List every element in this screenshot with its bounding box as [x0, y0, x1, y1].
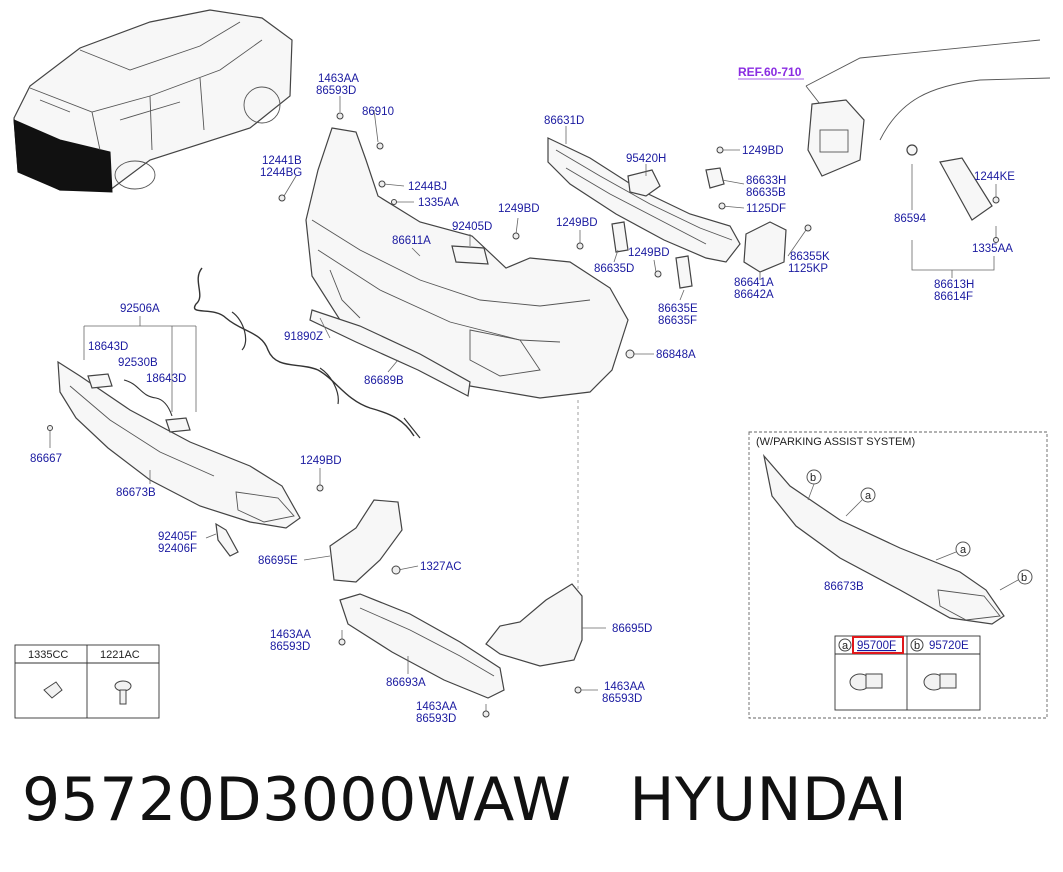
- bracket-86641a: [743, 221, 787, 273]
- leader-lines: [49, 96, 997, 712]
- label-86695d: 86695D: [612, 623, 652, 635]
- ref-label[interactable]: REF.60-710: [738, 65, 802, 79]
- label-86910: 86910: [362, 106, 394, 118]
- brand-name: HYUNDAI: [629, 765, 908, 835]
- label-1463aa-low: 1463AA: [416, 701, 457, 713]
- label-1463aa-right: 1463AA: [604, 681, 645, 693]
- label-86614f: 86614F: [934, 291, 973, 303]
- label-86594: 86594: [894, 213, 927, 225]
- label-1249bd-d: 1249BD: [628, 247, 670, 259]
- bracket-lines-86613h: [911, 240, 995, 278]
- bracket-86635d: [611, 221, 629, 253]
- sensor-wire-92530b: [123, 379, 173, 417]
- reflector-92405f: [215, 522, 239, 557]
- label-1249bd-a: 1249BD: [498, 203, 540, 215]
- lamp-92405d: [451, 245, 489, 265]
- label-86593d-low: 86593D: [416, 713, 456, 725]
- sensor-b-label: 95720E: [929, 640, 969, 652]
- label-86611a: 86611A: [392, 235, 431, 247]
- bracket-lines-92506a: [83, 316, 197, 412]
- label-86635b: 86635B: [746, 187, 786, 199]
- label-1249bd-b: 1249BD: [742, 145, 784, 157]
- ref-panel: [805, 39, 1051, 221]
- car-thumbnail: [13, 9, 293, 193]
- part-number: 95720D3000WAW: [22, 765, 572, 835]
- bracket-95420h: [627, 169, 661, 197]
- label-91890z: 91890Z: [284, 331, 323, 343]
- label-1335aa-b: 1335AA: [972, 243, 1013, 255]
- fasteners: [47, 112, 1000, 718]
- label-1244ke: 1244KE: [974, 171, 1015, 183]
- label-86673b: 86673B: [116, 487, 156, 499]
- label-1463aa-mid: 1463AA: [270, 629, 311, 641]
- inset-part-label: 86673B: [824, 581, 864, 593]
- label-86631d: 86631D: [544, 115, 584, 127]
- sensor-a-icon: [849, 673, 883, 691]
- bracket-86635e: [675, 255, 693, 289]
- label-86642a: 86642A: [734, 289, 774, 301]
- sensor-a-callout: a: [842, 640, 849, 652]
- sensor-a-label[interactable]: 95700F: [857, 640, 896, 652]
- undercover-86693a: [339, 593, 505, 699]
- label-86635e: 86635E: [658, 303, 698, 315]
- label-86593d-top: 86593D: [316, 85, 356, 97]
- label-95420h: 95420H: [626, 153, 666, 165]
- label-86593d-right: 86593D: [602, 693, 642, 705]
- label-86613h: 86613H: [934, 279, 974, 291]
- wiring-harness: [193, 267, 415, 437]
- label-92406f: 92406F: [158, 543, 197, 555]
- label-1125kp: 1125KP: [788, 263, 828, 275]
- sensor-b-icon: [923, 673, 957, 691]
- label-86635d: 86635D: [594, 263, 634, 275]
- inset-title: (W/PARKING ASSIST SYSTEM): [756, 436, 915, 448]
- label-86695e: 86695E: [258, 555, 298, 567]
- label-12441b: 12441B: [262, 155, 302, 167]
- callout-a-1: a: [865, 490, 872, 502]
- legend-header-1335cc: 1335CC: [28, 649, 68, 661]
- label-92405f: 92405F: [158, 531, 197, 543]
- callout-b-2: b: [1021, 572, 1027, 584]
- label-18643d-b: 18643D: [146, 373, 186, 385]
- label-1335aa-a: 1335AA: [418, 197, 459, 209]
- parts-diagram: REF.60-710 1463AA 86593D 86910 12441B 12…: [13, 9, 1051, 725]
- label-1249bd-e: 1249BD: [300, 455, 342, 467]
- lower-bumper-left: [57, 360, 301, 529]
- legend-header-1221ac: 1221AC: [100, 649, 140, 661]
- parking-assist-inset: (W/PARKING ASSIST SYSTEM) 86673B b a a b…: [748, 431, 1048, 719]
- label-1244bj: 1244BJ: [408, 181, 447, 193]
- legend-table: 1335CC 1221AC: [14, 644, 160, 719]
- label-86667: 86667: [30, 453, 62, 465]
- callout-a-2: a: [960, 544, 967, 556]
- label-1244bg: 1244BG: [260, 167, 302, 179]
- label-86641a: 86641A: [734, 277, 774, 289]
- label-86633h: 86633H: [746, 175, 786, 187]
- bracket-86695d: [485, 583, 583, 667]
- bracket-86695e: [329, 499, 403, 583]
- label-92405d: 92405D: [452, 221, 492, 233]
- sensor-a-highlight: [852, 636, 904, 654]
- clip-1335cc-icon: [43, 681, 63, 699]
- label-86355k: 86355K: [790, 251, 830, 263]
- label-86689b: 86689B: [364, 375, 404, 387]
- label-1327ac: 1327AC: [420, 561, 462, 573]
- label-86693a: 86693A: [386, 677, 426, 689]
- label-86635f: 86635F: [658, 315, 697, 327]
- label-86593d-mid: 86593D: [270, 641, 310, 653]
- label-92506a: 92506A: [120, 303, 160, 315]
- sensor-holder-18643d: [87, 373, 113, 389]
- sensor-b-callout: b: [914, 640, 920, 652]
- bumper-strip-86689b: [309, 309, 471, 397]
- label-18643d-a: 18643D: [88, 341, 128, 353]
- screw-1221ac-icon: [114, 680, 132, 705]
- label-1463aa-top: 1463AA: [318, 73, 359, 85]
- label-86848a: 86848A: [656, 349, 696, 361]
- label-1249bd-c: 1249BD: [556, 217, 598, 229]
- inset-bumper: [762, 453, 1005, 625]
- sensor-holder-18643d-b: [165, 417, 191, 433]
- footer-caption: 95720D3000WAW HYUNDAI: [22, 762, 1022, 838]
- bracket-86633h: [705, 167, 725, 189]
- label-1125df: 1125DF: [746, 203, 786, 215]
- label-92530b: 92530B: [118, 357, 158, 369]
- callout-b-1: b: [810, 472, 816, 484]
